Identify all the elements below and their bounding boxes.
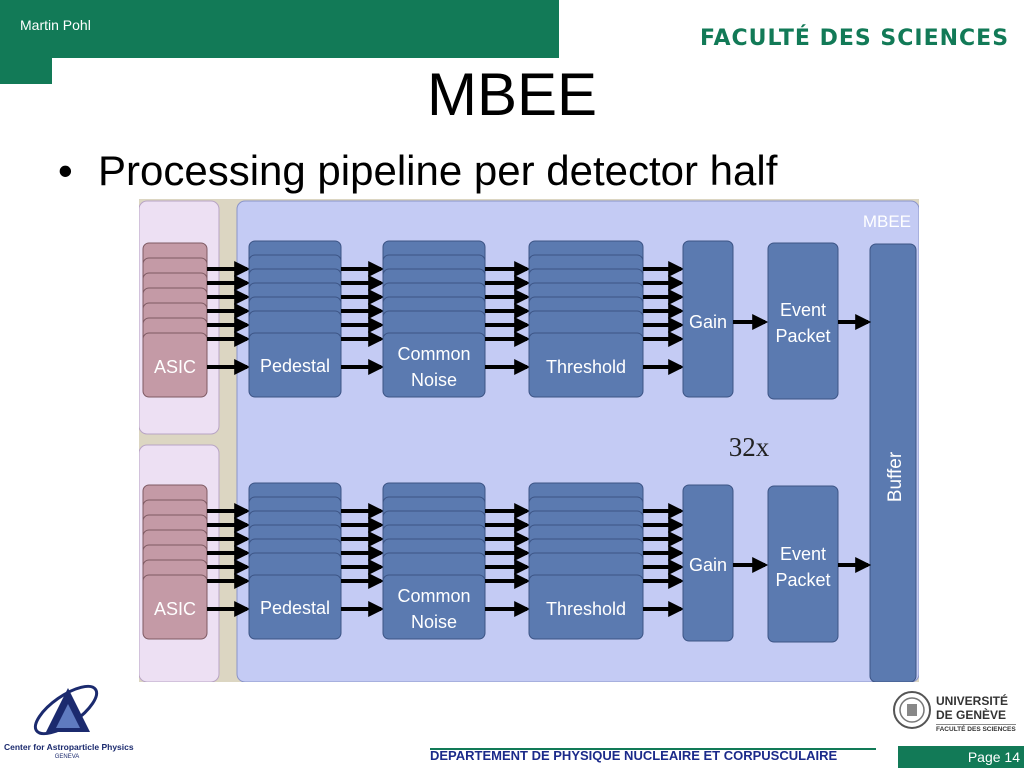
gain-label: Gain [689, 555, 727, 575]
unige-name-line2: DE GENÈVE [936, 708, 1007, 722]
threshold-stack [528, 482, 644, 640]
pedestal-label: Pedestal [260, 598, 330, 618]
faculty-name: FACULTÉ DES SCIENCES [700, 26, 1010, 51]
cap-logo-icon [33, 684, 99, 736]
threshold-arrows [643, 503, 685, 617]
header-band-tab [0, 58, 52, 84]
cap-name: Center for Astroparticle Physics [4, 742, 134, 752]
pedestal-label: Pedestal [260, 356, 330, 376]
unige-name-line1: UNIVERSITÉ [936, 694, 1009, 708]
gain-label: Gain [689, 312, 727, 332]
asic-label: ASIC [154, 599, 196, 619]
common-noise-arrows [485, 503, 531, 617]
mbee-box-label: MBEE [863, 212, 911, 231]
event-packet-block [767, 242, 839, 400]
event-packet-label-line1: Event [780, 300, 826, 320]
channel-multiplier: 32x [729, 432, 770, 462]
pipeline-row-1: ASIC Pedestal Common Noise [142, 482, 872, 643]
pedestal-stack [248, 482, 342, 640]
header-band [0, 0, 559, 58]
asic-stack [142, 484, 208, 640]
threshold-arrows [643, 261, 685, 375]
common-noise-label-line1: Common [397, 586, 470, 606]
page-number-box: Page 14 [898, 746, 1024, 768]
common-noise-label-line2: Noise [411, 612, 457, 632]
unige-seal-icon [893, 691, 931, 729]
common-noise-stack [382, 240, 486, 398]
event-packet-block [767, 485, 839, 643]
common-noise-stack [382, 482, 486, 640]
threshold-label: Threshold [546, 357, 626, 377]
bullet-dot-icon: • [58, 147, 73, 194]
asic-arrows [207, 261, 251, 375]
asic-arrows [207, 503, 251, 617]
bullet-text: Processing pipeline per detector half [98, 147, 778, 194]
footer-rule [430, 748, 876, 750]
asic-stack [142, 242, 208, 398]
cap-city: GENEVA [54, 754, 80, 760]
pedestal-arrows [341, 503, 385, 617]
unige-name: UNIVERSITÉ DE GENÈVE [936, 694, 1008, 722]
common-noise-arrows [485, 261, 531, 375]
event-packet-label-line2: Packet [775, 570, 830, 590]
page-number: Page 14 [967, 749, 1020, 765]
unige-faculty: FACULTÉ DES SCIENCES [936, 724, 1016, 733]
author-name: Martin Pohl [20, 17, 91, 33]
bullet-item: • Processing pipeline per detector half [58, 147, 777, 195]
buffer-block [869, 243, 917, 682]
threshold-stack [528, 240, 644, 398]
asic-label: ASIC [154, 357, 196, 377]
pedestal-stack [248, 240, 342, 398]
event-packet-label-line1: Event [780, 544, 826, 564]
buffer-label: Buffer [885, 451, 906, 502]
threshold-label: Threshold [546, 599, 626, 619]
slide-title: MBEE [426, 61, 598, 128]
pedestal-arrows [341, 261, 385, 375]
department-name: DEPARTEMENT DE PHYSIQUE NUCLEAIRE ET COR… [430, 748, 838, 763]
event-packet-label-line2: Packet [775, 326, 830, 346]
common-noise-label-line2: Noise [411, 370, 457, 390]
pipeline-row-0: ASIC Pedestal Common Noise [142, 240, 872, 400]
gain-block [682, 240, 734, 398]
common-noise-label-line1: Common [397, 344, 470, 364]
pipeline-diagram: MBEE 7x 32x Buffer ASIC Pedestal [139, 199, 919, 682]
